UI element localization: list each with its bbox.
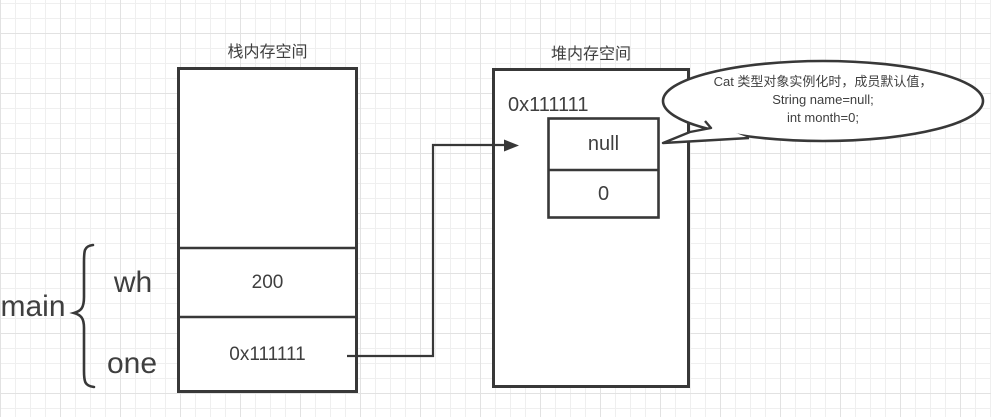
stack-row-one-label: one [106, 347, 158, 380]
callout-bubble-tail [661, 120, 750, 145]
stack-box-outline [177, 67, 358, 393]
reference-arrow [347, 143, 505, 358]
callout-line-2: String name=null; [772, 92, 874, 107]
callout-bubble [661, 59, 985, 143]
main-frame-label: main [0, 290, 66, 323]
callout-line-3: int month=0; [787, 110, 859, 125]
heap-object-address: 0x111111 [508, 94, 589, 116]
stack-row-wh-label: wh [113, 266, 153, 299]
stack-row-wh-value: 200 [251, 272, 284, 293]
reference-arrowhead [504, 139, 519, 152]
object-field-month-value: 0 [597, 183, 610, 205]
main-frame-brace [69, 243, 96, 389]
object-box-outline [547, 117, 660, 219]
callout-line-1: Cat 类型对象实例化时，成员默认值， [713, 74, 933, 89]
callout-text: Cat 类型对象实例化时，成员默认值， String name=null; in… [663, 73, 983, 127]
heap-title: 堆内存空间 [550, 46, 631, 63]
stack-row-one-value: 0x111111 [229, 344, 306, 365]
object-field-name-value: null [587, 133, 620, 155]
stack-title: 栈内存空间 [227, 44, 308, 61]
